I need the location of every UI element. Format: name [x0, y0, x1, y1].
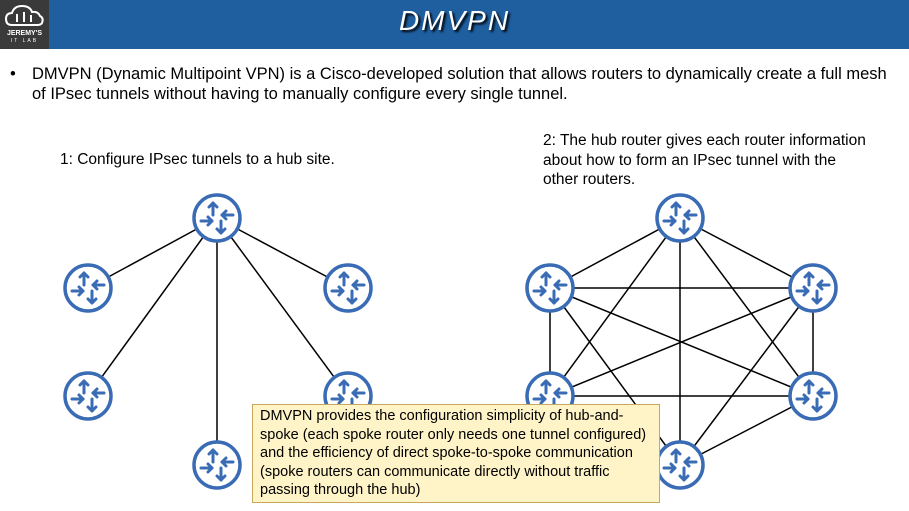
tunnel-link	[216, 217, 349, 397]
tunnel-link	[216, 217, 349, 289]
tunnel-link	[549, 287, 814, 397]
spoke-router-icon	[323, 263, 373, 313]
tunnel-link	[549, 217, 681, 397]
logo-subtext: IT LAB	[10, 38, 39, 44]
spoke-router-icon	[788, 263, 838, 313]
bullet-dot-icon: •	[10, 65, 16, 83]
title-bar: JEREMY'S IT LAB DMVPN	[0, 0, 909, 49]
spoke-router-icon	[788, 371, 838, 421]
cloud-logo-icon	[4, 4, 44, 26]
tunnel-link	[679, 395, 814, 466]
tunnel-link	[87, 217, 218, 397]
spoke-router-icon	[192, 440, 242, 490]
logo-text: JEREMY'S	[6, 30, 43, 37]
spoke-router-icon	[63, 263, 113, 313]
spoke-router-icon	[655, 440, 705, 490]
hub-router-icon	[192, 193, 242, 243]
caption-full-mesh: 2: The hub router gives each router info…	[543, 132, 866, 188]
jeremys-it-lab-logo: JEREMY'S IT LAB	[0, 0, 49, 49]
dmvpn-summary-note: DMVPN provides the configuration simplic…	[252, 404, 660, 503]
slide-title: DMVPN	[398, 5, 511, 36]
bullet-text: DMVPN (Dynamic Multipoint VPN) is a Cisc…	[32, 65, 887, 103]
spoke-router-icon	[63, 371, 113, 421]
tunnel-link	[679, 287, 814, 466]
tunnel-link	[679, 217, 814, 397]
caption-hub-and-spoke: 1: Configure IPsec tunnels to a hub site…	[60, 151, 335, 168]
spoke-router-icon	[525, 263, 575, 313]
hub-router-icon	[655, 193, 705, 243]
tunnel-link	[679, 217, 814, 289]
